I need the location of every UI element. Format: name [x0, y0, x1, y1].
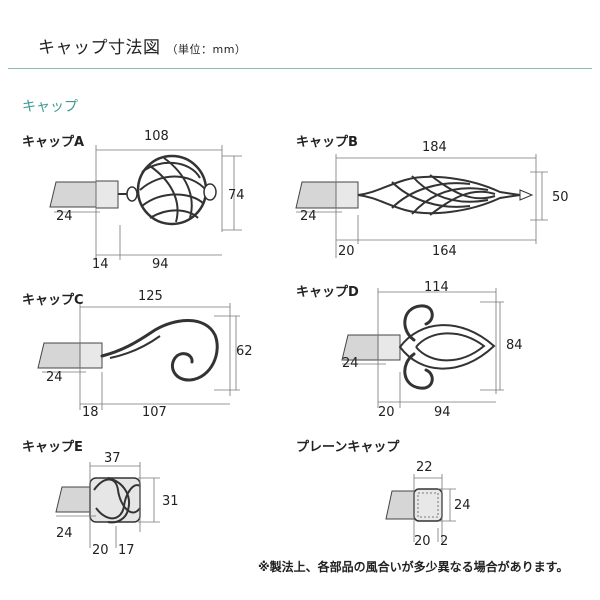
cap-d-width: 114 [424, 280, 449, 295]
section-label: キャップ [22, 99, 78, 115]
cap-c-rod-dim: 24 [46, 370, 63, 385]
cap-c-d2: 107 [142, 405, 167, 420]
cap-b-d1: 20 [338, 244, 355, 259]
cap-a-drawing [49, 145, 242, 260]
title-divider [8, 68, 592, 69]
cap-d-height: 84 [506, 338, 523, 353]
cap-e-label: キャップE [22, 440, 83, 455]
plain-cap-d2: 2 [440, 534, 449, 549]
cap-e-height: 31 [162, 494, 179, 509]
plain-cap-label: プレーンキャップ [296, 440, 400, 455]
plain-cap-height: 24 [454, 498, 471, 513]
cap-e-rod-dim: 24 [56, 526, 73, 541]
cap-b-rod-dim: 24 [300, 209, 317, 224]
cap-b-height: 50 [552, 190, 569, 205]
unit-note: （単位：mm） [166, 43, 247, 56]
cap-a-height: 74 [228, 188, 245, 203]
cap-e-d2: 17 [118, 543, 135, 558]
cap-e-drawing [55, 462, 160, 548]
cap-c-d1: 18 [82, 405, 99, 420]
cap-b-width: 184 [422, 140, 447, 155]
page-title-text: キャップ寸法図 [38, 38, 161, 58]
footnote: ※製法上、各部品の風合いが多少異なる場合があります。 [258, 560, 569, 574]
cap-b-drawing [295, 154, 548, 258]
cap-a-socket [95, 180, 119, 209]
cap-c-label: キャップC [22, 293, 84, 308]
cap-a-label: キャップA [22, 135, 85, 150]
plain-cap-rod [385, 490, 419, 520]
cap-a-rod-dim: 24 [56, 209, 73, 224]
cap-a-d2: 94 [152, 257, 169, 272]
cap-d-label: キャップD [296, 285, 359, 300]
cap-e-d1: 20 [92, 543, 109, 558]
cap-d-rod-dim: 24 [342, 356, 359, 371]
cap-b-rod [295, 181, 341, 209]
cap-c-height: 62 [236, 344, 253, 359]
cap-d-drawing [341, 288, 504, 408]
cap-a-rod [49, 181, 101, 208]
plain-cap-d1: 20 [414, 534, 431, 549]
plain-cap-width: 22 [416, 460, 433, 475]
cap-e-rod [55, 486, 93, 513]
cap-d-d2: 94 [434, 405, 451, 420]
cap-e-width: 37 [104, 451, 121, 466]
cap-a-d1: 14 [92, 257, 109, 272]
cap-c-drawing [37, 303, 240, 410]
cap-b-d2: 164 [432, 244, 457, 259]
cap-d-d1: 20 [378, 405, 395, 420]
cap-b-label: キャップB [296, 135, 358, 150]
plain-cap-drawing [385, 474, 456, 542]
cap-a-width: 108 [144, 129, 169, 144]
cap-c-rod [37, 342, 85, 369]
page-title: キャップ寸法図 （単位：mm） [38, 33, 246, 58]
cap-c-width: 125 [138, 289, 163, 304]
